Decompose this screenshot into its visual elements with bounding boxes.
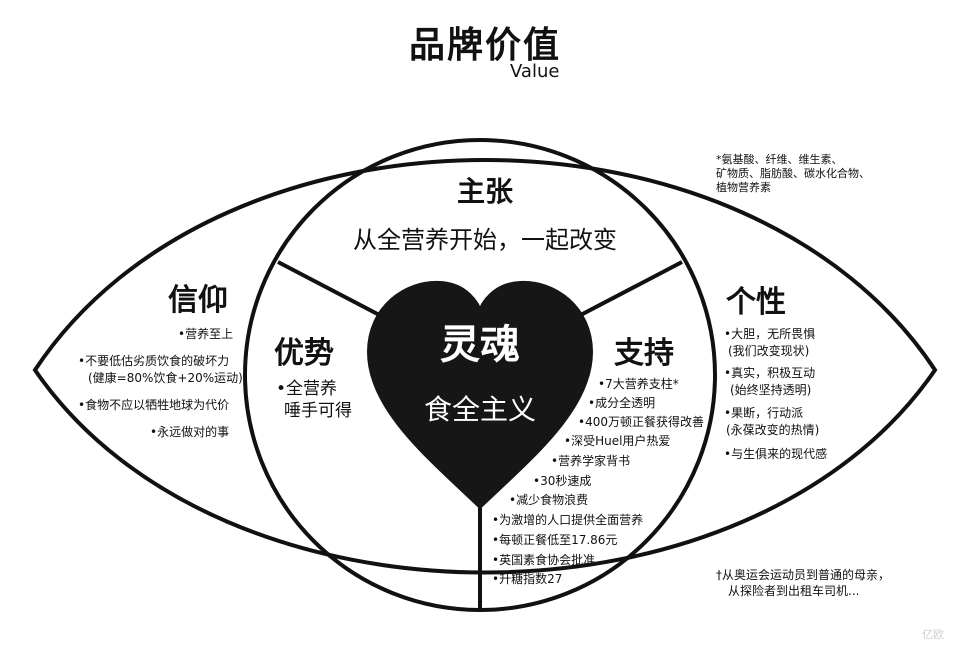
zhichi-item: •为激增的人口提供全面营养 — [492, 513, 644, 527]
gexing-item: (永葆改变的热情) — [726, 423, 820, 437]
footnote-line: †从奥运会运动员到普通的母亲， — [716, 568, 891, 582]
zhichi-item: •深受Huel用户热爱 — [564, 434, 671, 448]
youshi-item: 唾手可得 — [284, 401, 352, 421]
center-text: 食全主义 — [423, 393, 536, 426]
gexing-item: •大胆，无所畏惧 — [724, 327, 816, 341]
footnote-top: *氨基酸、纤维、维生素、 矿物质、脂肪酸、碳水化合物、 植物营养素 — [716, 153, 870, 195]
xinyang-item: •营养至上 — [178, 327, 234, 341]
gexing-item: •果断，行动派 — [724, 406, 804, 420]
xinyang-heading: 信仰 — [168, 283, 228, 318]
zhichi-item: •每顿正餐低至17.86元 — [492, 533, 618, 547]
footnote-bottom: †从奥运会运动员到普通的母亲， 从探险者到出租车司机... — [716, 567, 890, 599]
zhichi-heading: 支持 — [614, 336, 674, 371]
heart-shape — [366, 280, 594, 510]
zhichi-item: •7大营养支柱* — [598, 377, 679, 391]
youshi-list: •全营养 唾手可得 — [276, 378, 352, 422]
center-heading: 灵魂 — [440, 322, 520, 368]
zhichi-item: •400万顿正餐获得改善 — [578, 415, 704, 429]
xinyang-item: •食物不应以牺牲地球为代价 — [78, 398, 230, 412]
xinyang-item: •永远做对的事 — [150, 425, 230, 439]
page-subtitle: Value — [510, 61, 560, 82]
gexing-item: •与生俱来的现代感 — [724, 447, 828, 461]
eye-outline — [32, 158, 938, 575]
page-title: 品牌价值 — [408, 25, 561, 66]
xinyang-item: (健康=80%饮食+20%运动) — [88, 371, 243, 385]
zhichi-item: •30秒速成 — [533, 474, 592, 488]
zhuzhang-heading: 主张 — [456, 175, 513, 208]
xinyang-item: •不要低估劣质饮食的破坏力 — [78, 354, 230, 368]
gexing-item: (始终坚持透明) — [730, 383, 812, 397]
gexing-item: •真实，积极互动 — [724, 366, 816, 380]
zhichi-item: •成分全透明 — [588, 396, 656, 410]
footnote-line: *氨基酸、纤维、维生素、 — [716, 153, 843, 166]
footnote-line: 植物营养素 — [716, 181, 771, 194]
zhichi-item: •英国素食协会批准 — [492, 553, 596, 567]
youshi-item: •全营养 — [276, 379, 338, 399]
youshi-heading: 优势 — [274, 336, 334, 371]
footnote-line: 从探险者到出租车司机... — [728, 584, 860, 598]
watermark-logo: 亿欧 — [922, 628, 944, 641]
zhichi-item: •升糖指数27 — [492, 572, 563, 586]
gexing-item: (我们改变现状) — [728, 344, 810, 358]
zhuzhang-text: 从全营养开始，一起改变 — [353, 226, 617, 254]
zhichi-item: •营养学家背书 — [551, 454, 631, 468]
zhichi-item: •减少食物浪费 — [509, 493, 589, 507]
gexing-heading: 个性 — [726, 285, 786, 320]
footnote-line: 矿物质、脂肪酸、碳水化合物、 — [716, 167, 870, 180]
